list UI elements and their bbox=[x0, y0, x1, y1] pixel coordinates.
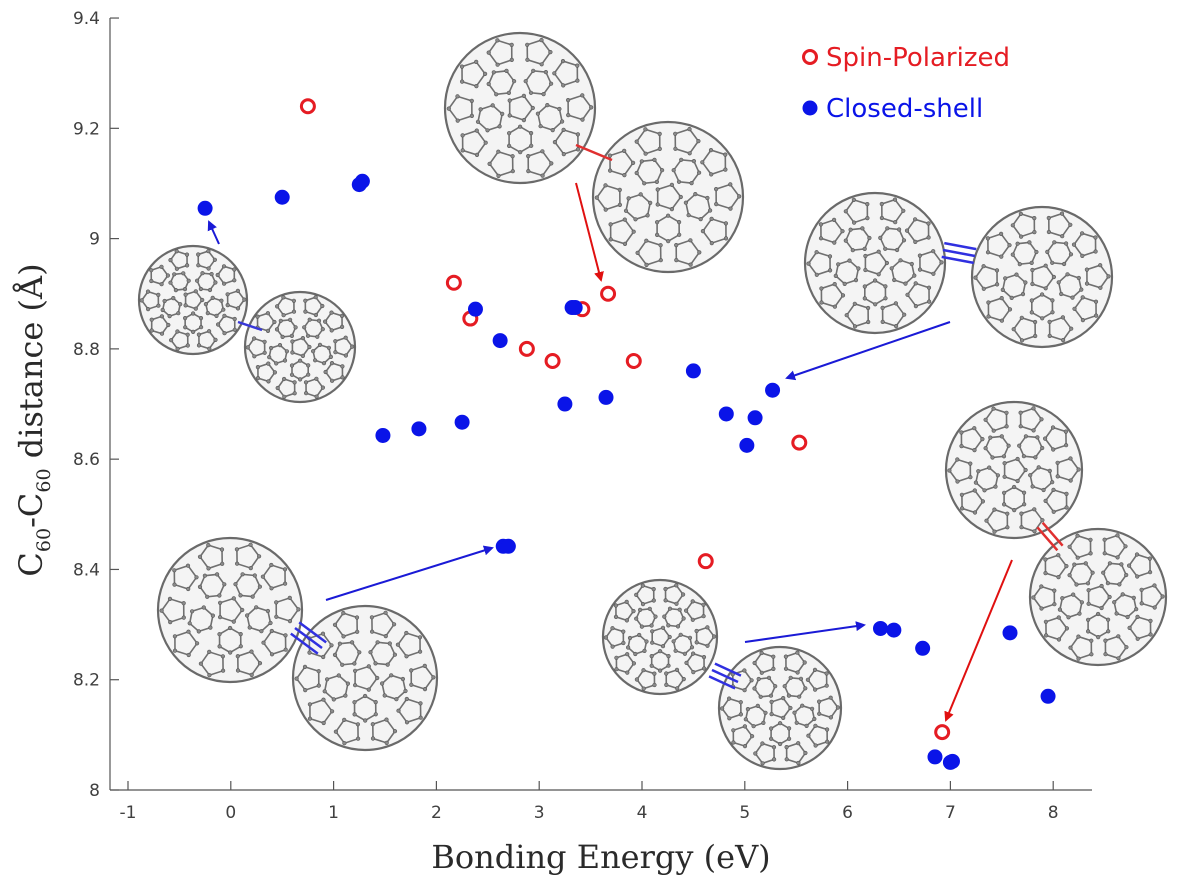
y-ticks: 8 8.2 8.4 8.6 8.8 9 9.2 9.4 bbox=[73, 9, 119, 801]
data-points bbox=[197, 98, 1056, 770]
y-axis-title-tail: distance (Å) bbox=[12, 263, 50, 468]
y-axis-title-c1: C bbox=[12, 552, 50, 576]
fullerene-bottom-left-b bbox=[291, 604, 439, 752]
x-tick-label: 7 bbox=[945, 803, 956, 823]
x-tick-label: 1 bbox=[328, 803, 339, 823]
arrow-top-center bbox=[575, 182, 604, 282]
data-point bbox=[791, 434, 808, 451]
y-axis-title-mid: -C bbox=[12, 493, 50, 528]
data-point bbox=[944, 753, 960, 769]
bond-bottom-left bbox=[290, 621, 327, 655]
x-tick-label: 8 bbox=[1048, 803, 1059, 823]
axes bbox=[109, 18, 1092, 791]
arrow-right-upper bbox=[785, 321, 951, 381]
data-point bbox=[492, 333, 508, 349]
y-axis-title-sub2: 60 bbox=[33, 468, 55, 492]
data-point bbox=[299, 98, 316, 115]
x-tick-label: 2 bbox=[431, 803, 442, 823]
y-tick-label: 8.2 bbox=[73, 671, 100, 691]
data-point bbox=[1040, 688, 1056, 704]
data-point bbox=[411, 421, 427, 437]
y-tick-label: 8.4 bbox=[73, 560, 100, 580]
y-tick-label: 9 bbox=[89, 230, 100, 250]
x-tick-label: 4 bbox=[637, 803, 648, 823]
y-tick-label: 9.2 bbox=[73, 119, 100, 139]
data-point bbox=[567, 300, 583, 316]
data-point bbox=[518, 340, 535, 357]
y-tick-label: 8.6 bbox=[73, 450, 100, 470]
bond-bottom-right bbox=[1036, 521, 1064, 552]
data-point bbox=[600, 285, 617, 302]
fullerene-top-center-b bbox=[591, 120, 745, 274]
molecule-illustrations bbox=[137, 31, 1168, 771]
fullerene-bottom-right-a bbox=[944, 400, 1084, 540]
data-point bbox=[718, 406, 734, 422]
legend-marker-closed-shell bbox=[802, 100, 818, 116]
data-point bbox=[500, 538, 516, 554]
series-closed-shell bbox=[197, 173, 1056, 770]
legend-label-closed-shell: Closed-shell bbox=[826, 94, 983, 124]
fullerene-bottom-right-b bbox=[1028, 527, 1168, 667]
data-point bbox=[747, 410, 763, 426]
data-point bbox=[544, 353, 561, 370]
fullerene-bottom-middle-a bbox=[601, 578, 719, 696]
fullerene-top-left-b bbox=[243, 290, 357, 404]
x-tick-label: -1 bbox=[120, 803, 137, 823]
y-tick-label: 8.8 bbox=[73, 340, 100, 360]
bond-top-right bbox=[941, 241, 977, 265]
x-tick-label: 5 bbox=[739, 803, 750, 823]
arrow-bottom-middle bbox=[744, 621, 866, 643]
fullerene-top-left-a bbox=[137, 244, 249, 356]
data-point bbox=[598, 389, 614, 405]
fullerene-top-right-a bbox=[803, 191, 947, 335]
data-point bbox=[375, 427, 391, 443]
legend-label-spin-polarized: Spin-Polarized bbox=[826, 43, 1010, 73]
x-ticks: -1 0 1 2 3 4 5 6 7 8 bbox=[120, 781, 1059, 823]
data-point bbox=[354, 173, 370, 189]
fullerene-top-right-b bbox=[970, 205, 1114, 349]
fullerene-bottom-middle-b bbox=[717, 645, 843, 771]
x-axis-title: Bonding Energy (eV) bbox=[431, 838, 770, 876]
y-tick-label: 8 bbox=[89, 781, 100, 801]
data-point bbox=[625, 353, 642, 370]
x-tick-label: 0 bbox=[225, 803, 236, 823]
data-point bbox=[765, 382, 781, 398]
data-point bbox=[872, 620, 888, 636]
y-axis-title-sub1: 60 bbox=[33, 528, 55, 552]
y-tick-label: 9.4 bbox=[73, 9, 100, 29]
data-point bbox=[467, 301, 483, 317]
data-point bbox=[927, 749, 943, 765]
data-point bbox=[557, 396, 573, 412]
bond-top-center bbox=[575, 143, 613, 162]
data-point bbox=[454, 414, 470, 430]
data-point bbox=[739, 437, 755, 453]
data-point bbox=[886, 622, 902, 638]
data-point bbox=[1002, 625, 1018, 641]
legend: Spin-Polarized Closed-shell bbox=[802, 43, 1010, 124]
data-point bbox=[445, 274, 462, 291]
data-point bbox=[685, 363, 701, 379]
data-point bbox=[697, 553, 714, 570]
x-tick-label: 6 bbox=[842, 803, 853, 823]
arrow-bottom-left bbox=[325, 545, 494, 601]
data-point bbox=[915, 640, 931, 656]
arrow-right-lower bbox=[944, 559, 1013, 722]
legend-marker-spin-polarized bbox=[802, 49, 818, 65]
arrow-top-left bbox=[207, 220, 220, 245]
data-point bbox=[934, 724, 951, 741]
data-point bbox=[197, 200, 213, 216]
fullerene-bottom-left-a bbox=[156, 536, 304, 684]
annotation-arrows bbox=[207, 182, 1013, 722]
data-point bbox=[274, 189, 290, 205]
bond-top-left bbox=[237, 320, 263, 332]
bond-bottom-middle bbox=[708, 662, 742, 690]
x-tick-label: 3 bbox=[534, 803, 545, 823]
y-axis-title: C60-C60 distance (Å) bbox=[12, 263, 55, 576]
fullerene-top-center-a bbox=[443, 31, 597, 185]
